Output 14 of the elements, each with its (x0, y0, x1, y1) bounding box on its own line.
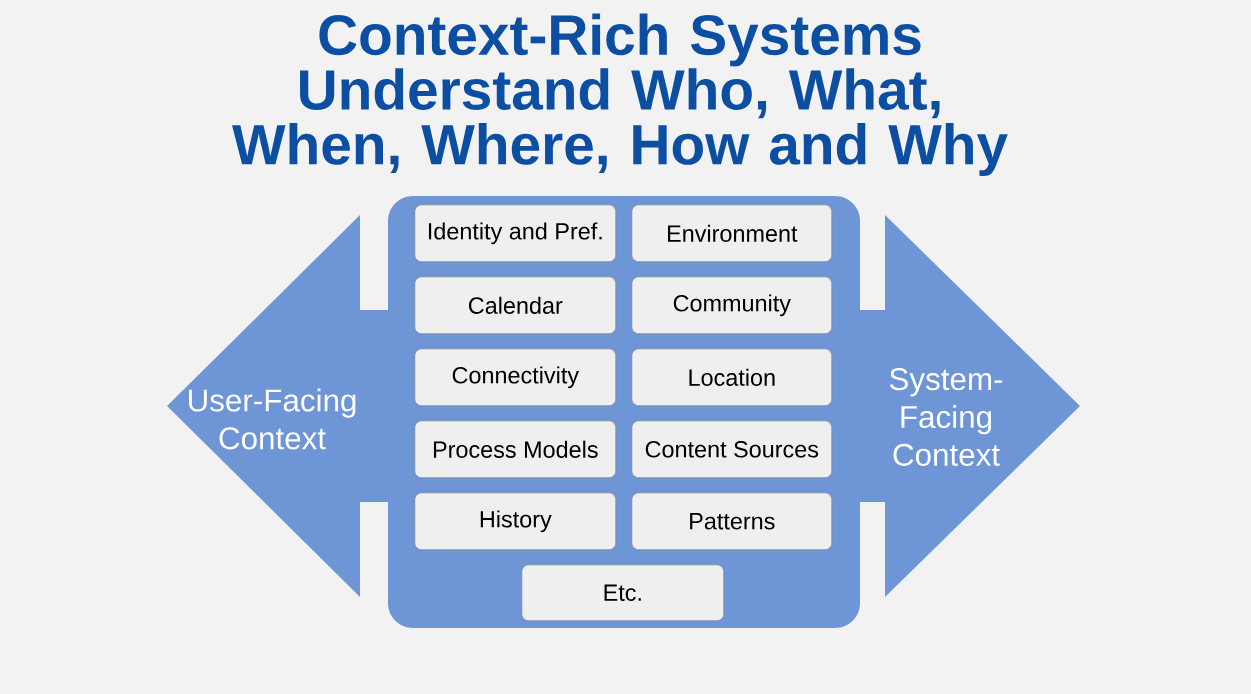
context-box: Process Models (414, 420, 617, 479)
context-box: Connectivity (414, 348, 617, 407)
context-box: Community (631, 276, 833, 335)
node-label: System-Facing Context (889, 368, 1003, 466)
context-box: Calendar (414, 276, 617, 335)
title: Context-Rich Systems Understand Who, What, When, Where, How and Why (232, 13, 1008, 177)
context-box: Identity and Pref. (414, 204, 617, 263)
context-box: Content Sources (631, 420, 833, 479)
context-box: History (414, 492, 617, 551)
context-box: Etc. (521, 564, 725, 622)
context-box: Patterns (631, 492, 833, 551)
context-box: Environment (631, 204, 833, 263)
context-box: Location (631, 348, 833, 407)
node-label: User-Facing Context (188, 388, 356, 450)
